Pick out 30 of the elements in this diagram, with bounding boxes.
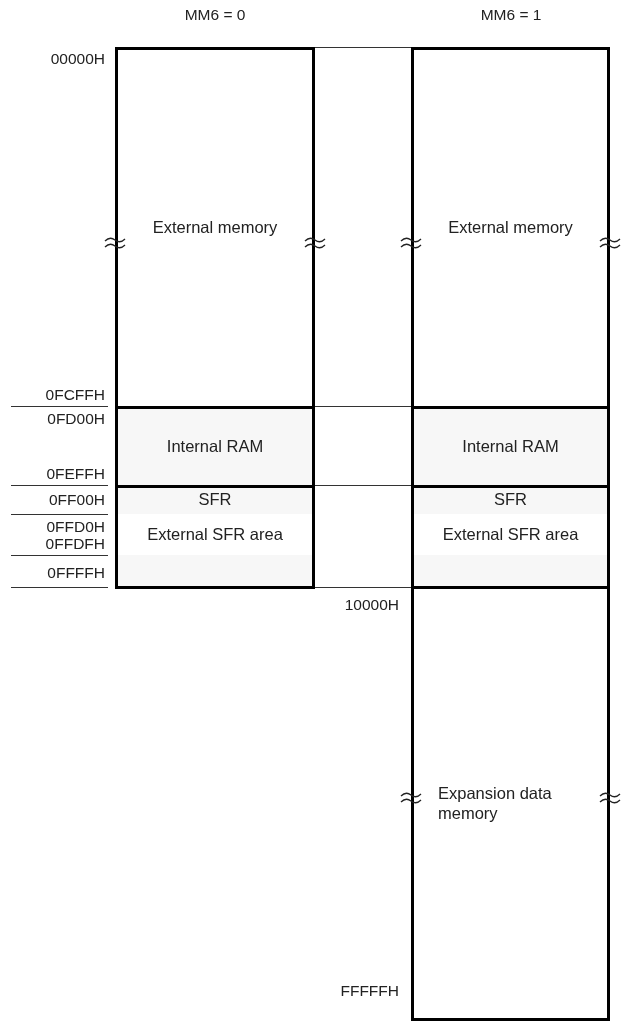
address-label: MM6 = 1	[480, 6, 542, 24]
address-label: 0FFFFH	[47, 564, 105, 582]
region-label: Internal RAM	[462, 437, 559, 457]
address-label: 0FCFFH	[45, 386, 105, 404]
region-label: SFR	[494, 490, 527, 510]
memory-region	[411, 586, 610, 1021]
address-label: MM6 = 0	[184, 6, 246, 24]
memory-region	[115, 485, 315, 589]
memory-region	[411, 406, 610, 488]
address-label: FFFFFH	[340, 982, 399, 1000]
region-label: SFR	[198, 490, 232, 510]
memory-region	[118, 514, 312, 555]
region-label: External memory	[152, 218, 278, 238]
memory-region	[414, 514, 607, 555]
memory-region	[411, 485, 610, 589]
region-label: Internal RAM	[166, 437, 264, 457]
memory-region	[411, 47, 610, 409]
region-label: External SFR area	[442, 524, 579, 545]
address-label: 0FF00H	[49, 491, 105, 509]
address-label: 0FFD0H	[46, 518, 105, 536]
memory-region	[115, 406, 315, 488]
region-label: External memory	[448, 218, 573, 238]
address-label: 0FEFFH	[46, 465, 105, 483]
region-label: Expansion data memory	[438, 783, 553, 824]
address-label: 0FFDFH	[45, 535, 105, 553]
region-label: External SFR area	[147, 524, 283, 545]
address-label: 00000H	[50, 50, 105, 68]
address-label: 10000H	[344, 596, 399, 614]
memory-region	[115, 47, 315, 409]
address-label: 0FD00H	[47, 410, 105, 428]
